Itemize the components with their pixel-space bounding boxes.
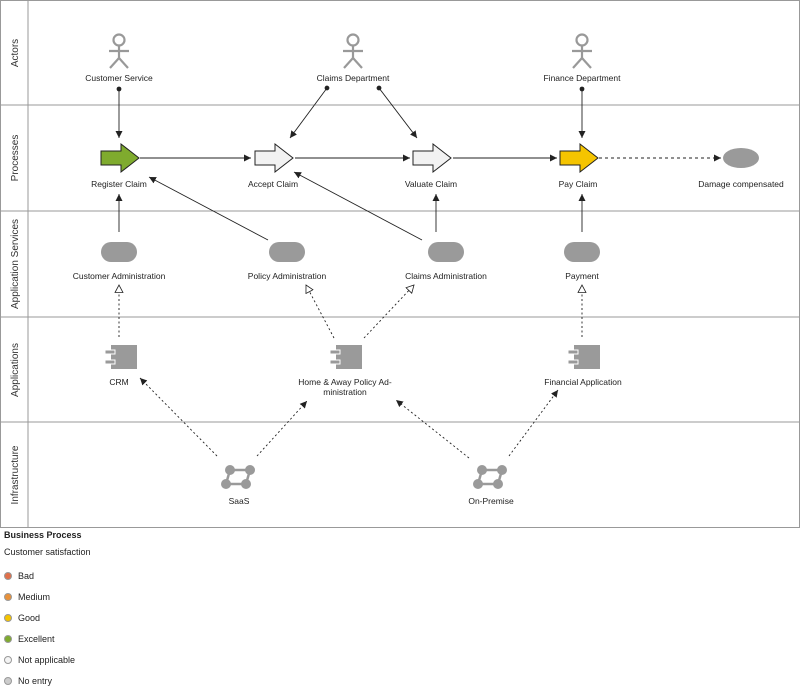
app-crm[interactable]: CRM (109, 377, 128, 387)
app-home-away-line1[interactable]: Home & Away Policy Ad- (298, 377, 392, 387)
legend-label: Bad (18, 570, 35, 581)
legend-item: Not applicable (4, 649, 91, 670)
edge-homeaway-claims-admin (363, 285, 414, 339)
legend-item: Bad (4, 565, 91, 586)
service-icon[interactable] (428, 242, 464, 262)
actor-icon (341, 33, 365, 70)
actor-icon (570, 33, 594, 70)
lane-label-applications: Applications (10, 343, 21, 397)
lane-label-processes: Processes (10, 135, 21, 182)
legend-swatch-icon (4, 571, 12, 580)
actor-claims-department[interactable]: Claims Department (317, 73, 390, 83)
process-arrow-icon[interactable] (412, 143, 452, 173)
actors-row: Customer Service Claims Department Finan… (85, 33, 621, 83)
infra-on-premise[interactable]: On-Premise (468, 496, 514, 506)
legend-item: Good (4, 607, 91, 628)
legend-item: Excellent (4, 628, 91, 649)
process-register-claim[interactable]: Register Claim (91, 179, 147, 189)
architecture-diagram: Actors Processes Application Services Ap… (0, 0, 800, 528)
legend-label: Medium (18, 591, 51, 602)
lane-label-actors: Actors (10, 39, 21, 67)
service-icon[interactable] (101, 242, 137, 262)
process-arrow-icon[interactable] (559, 143, 599, 173)
edge-claims-dept-accept-claim (289, 85, 330, 139)
lane-label-infrastructure: Infrastructure (10, 445, 21, 504)
actor-customer-service[interactable]: Customer Service (85, 73, 153, 83)
edge-policy-admin-register (148, 176, 269, 241)
legend-label: Good (18, 612, 41, 623)
service-icon[interactable] (564, 242, 600, 262)
legend-item: Medium (4, 586, 91, 607)
process-valuate-claim[interactable]: Valuate Claim (405, 179, 457, 189)
service-claims-administration[interactable]: Claims Administration (405, 271, 487, 281)
service-policy-administration[interactable]: Policy Administration (248, 271, 327, 281)
infra-saas[interactable]: SaaS (229, 496, 250, 506)
service-payment[interactable]: Payment (565, 271, 599, 281)
component-icon[interactable] (329, 344, 363, 370)
legend-swatch-icon (4, 676, 12, 685)
edge-onprem-financial (508, 389, 559, 457)
network-icon[interactable] (471, 463, 509, 491)
legend-swatch-icon (4, 655, 12, 664)
service-customer-administration[interactable]: Customer Administration (73, 271, 166, 281)
legend-item: No entry (4, 670, 91, 691)
applications-row: CRM Home & Away Policy Ad- ministration … (104, 344, 622, 397)
infrastructure-row: SaaS On-Premise (219, 463, 514, 506)
legend: Business Process Customer satisfaction B… (4, 530, 91, 691)
legend-title: Business Process (4, 530, 82, 540)
component-icon[interactable] (104, 344, 138, 370)
processes-row: Register Claim Accept Claim Valuate Clai… (91, 143, 784, 189)
event-ellipse-icon[interactable] (723, 148, 759, 168)
process-accept-claim[interactable]: Accept Claim (248, 179, 298, 189)
event-damage-compensated[interactable]: Damage compensated (698, 179, 784, 189)
swimlanes: Actors Processes Application Services Ap… (0, 0, 800, 528)
legend-swatch-icon (4, 613, 12, 622)
component-icon[interactable] (567, 344, 601, 370)
edge-saas-homeaway (256, 400, 308, 457)
actor-icon (107, 33, 131, 70)
network-icon[interactable] (219, 463, 257, 491)
legend-swatch-icon (4, 634, 12, 643)
actor-finance-department[interactable]: Finance Department (543, 73, 621, 83)
services-row: Customer Administration Policy Administr… (73, 242, 600, 281)
app-financial-application[interactable]: Financial Application (544, 377, 622, 387)
edge-claims-dept-valuate-claim (376, 85, 418, 139)
app-home-away-line2[interactable]: ministration (323, 387, 367, 397)
edge-homeaway-policy-admin (306, 285, 335, 339)
process-pay-claim[interactable]: Pay Claim (559, 179, 598, 189)
lane-label-application-services: Application Services (10, 219, 21, 309)
legend-label: Excellent (18, 633, 55, 644)
edge-claims-admin-accept (293, 171, 423, 241)
legend-subtitle: Customer satisfaction (4, 547, 91, 557)
edge-saas-crm (139, 377, 218, 457)
process-arrow-icon[interactable] (100, 143, 140, 173)
edge-onprem-homeaway (395, 399, 470, 459)
legend-label: No entry (18, 675, 53, 686)
legend-swatch-icon (4, 592, 12, 601)
service-icon[interactable] (269, 242, 305, 262)
process-arrow-icon[interactable] (254, 143, 294, 173)
legend-label: Not applicable (18, 654, 76, 665)
connections (119, 85, 721, 459)
